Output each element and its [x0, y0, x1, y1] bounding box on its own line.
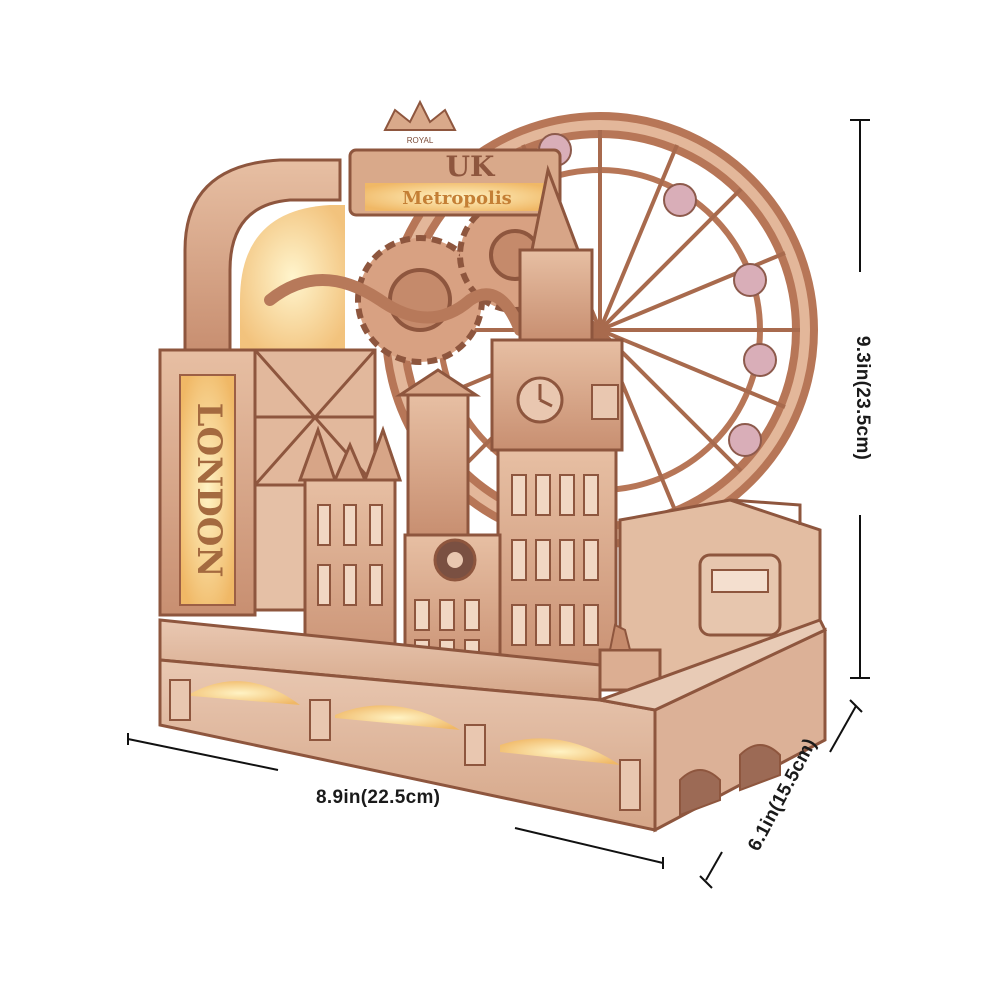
train [698, 553, 782, 637]
width-label: 8.9in(22.5cm) [316, 787, 441, 808]
sign-bottom-text: Metropolis [402, 188, 512, 209]
sign-top-text: UK [446, 150, 496, 183]
top-sign: ROYAL UK Metropolis [348, 99, 562, 217]
london-sign-tower: LONDON [158, 348, 257, 617]
width-dimension-line [127, 733, 664, 869]
crown-icon [383, 99, 457, 131]
big-ben-tower [490, 164, 624, 682]
base-bridge [158, 618, 828, 833]
height-dimension-line [850, 119, 870, 679]
crown-text: ROYAL [407, 136, 434, 145]
side-sign-text: LONDON [189, 403, 229, 578]
marble-track [264, 274, 526, 336]
height-label: 9.3in(23.5cm) [852, 335, 873, 461]
left-arch [183, 158, 345, 352]
depth-dimension-line [699, 699, 863, 889]
abbey-building [394, 368, 502, 682]
side-building [253, 483, 307, 612]
